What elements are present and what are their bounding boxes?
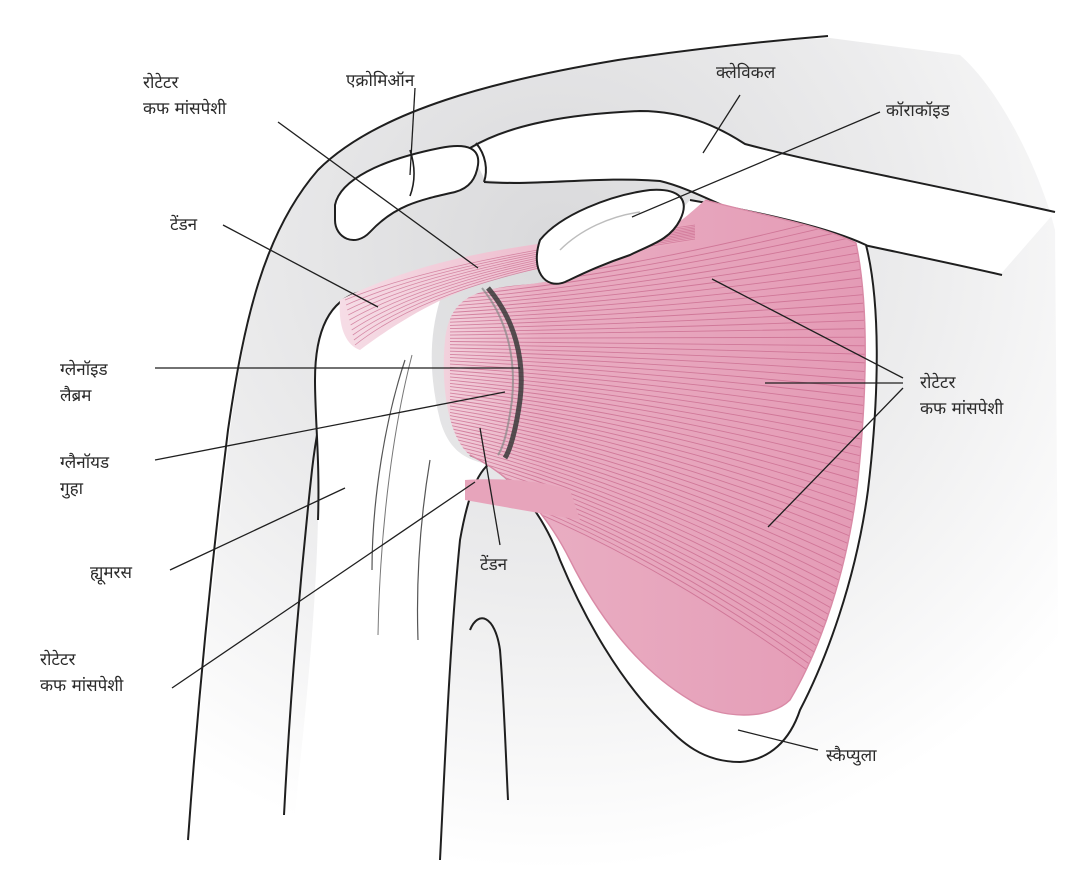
muscle-fiber (449, 447, 866, 638)
muscle-fiber (449, 440, 866, 620)
label-humerus: ह्यूमरस (90, 563, 132, 583)
leader-acromion (409, 87, 416, 176)
muscle-fiber (449, 275, 866, 317)
muscle-fiber (449, 366, 866, 417)
leader-tendon-lower (479, 427, 501, 546)
leader-clavicle (702, 94, 741, 154)
muscle-fiber (449, 353, 866, 382)
clavicle-bone (470, 112, 1055, 275)
label-tendon-lower: टेंडन (480, 555, 508, 575)
muscle-fiber (449, 230, 866, 301)
muscle-fiber (449, 222, 866, 297)
muscle-fiber (449, 405, 866, 523)
label-rotator-cuff-top: रोटेटर कफ मांसपेशी (143, 73, 227, 119)
leader-coracoid (631, 111, 881, 218)
muscle-fiber (449, 453, 866, 655)
leader-tendon-upper (222, 224, 379, 308)
label-coracoid: कॉराकॉइड (886, 101, 950, 121)
lower-tendon (465, 479, 580, 520)
muscle-fiber (449, 450, 866, 647)
muscle-fiber (449, 248, 866, 307)
leader-lines (154, 87, 904, 751)
muscle-fiber (449, 389, 866, 479)
label-glenoid-labrum: ग्लेनॉइड लैब्रम (60, 360, 108, 406)
muscle-fiber (449, 239, 866, 304)
leader-rotator-top (277, 121, 479, 269)
muscle-fiber (449, 373, 866, 435)
coracoid-process (535, 188, 685, 285)
leader-scapula (737, 729, 819, 751)
muscle-fiber (449, 408, 866, 532)
leader-rotator-bottom (171, 481, 476, 689)
label-clavicle: क्लेविकल (716, 63, 776, 83)
muscle-fiber (449, 266, 866, 313)
muscle-fiber (449, 360, 866, 400)
muscle-fiber (449, 444, 866, 629)
muscle-fiber (449, 257, 866, 310)
humerus-bone (290, 288, 490, 860)
muscle-fiber (449, 457, 866, 664)
label-rotator-cuff-bottom: रोटेटर कफ मांसपेशी (40, 650, 124, 696)
muscle-fiber (449, 386, 866, 470)
muscle-fiber (449, 283, 866, 320)
acromion-bone (334, 145, 480, 241)
muscle-fiber (449, 379, 866, 453)
leader-rotator-right-a (711, 278, 904, 379)
glenoid-labrum-ring (486, 286, 524, 460)
leader-humerus (169, 487, 346, 571)
muscle-fiber (449, 370, 866, 426)
muscle-fiber (449, 382, 866, 462)
shoulder-outline (187, 35, 829, 841)
label-tendon-upper: टेंडन (170, 215, 198, 235)
muscle-fiber (449, 437, 866, 611)
muscle-fiber (449, 376, 866, 444)
label-glenoid-cavity: ग्लैनॉयड गुहा (60, 453, 110, 499)
muscle-fiber (449, 411, 866, 541)
leader-rotator-right-c (767, 387, 904, 528)
label-rotator-cuff-right: रोटेटर कफ मांसपेशी (920, 373, 1004, 419)
leader-cavity (154, 391, 506, 461)
label-acromion: एक्रोमिऑन (346, 71, 415, 91)
label-scapula: स्कैप्युला (826, 746, 877, 766)
muscle-fiber (449, 357, 866, 391)
muscle-fiber (449, 418, 866, 558)
muscle-fiber (449, 415, 866, 550)
muscle-fiber (449, 421, 866, 567)
